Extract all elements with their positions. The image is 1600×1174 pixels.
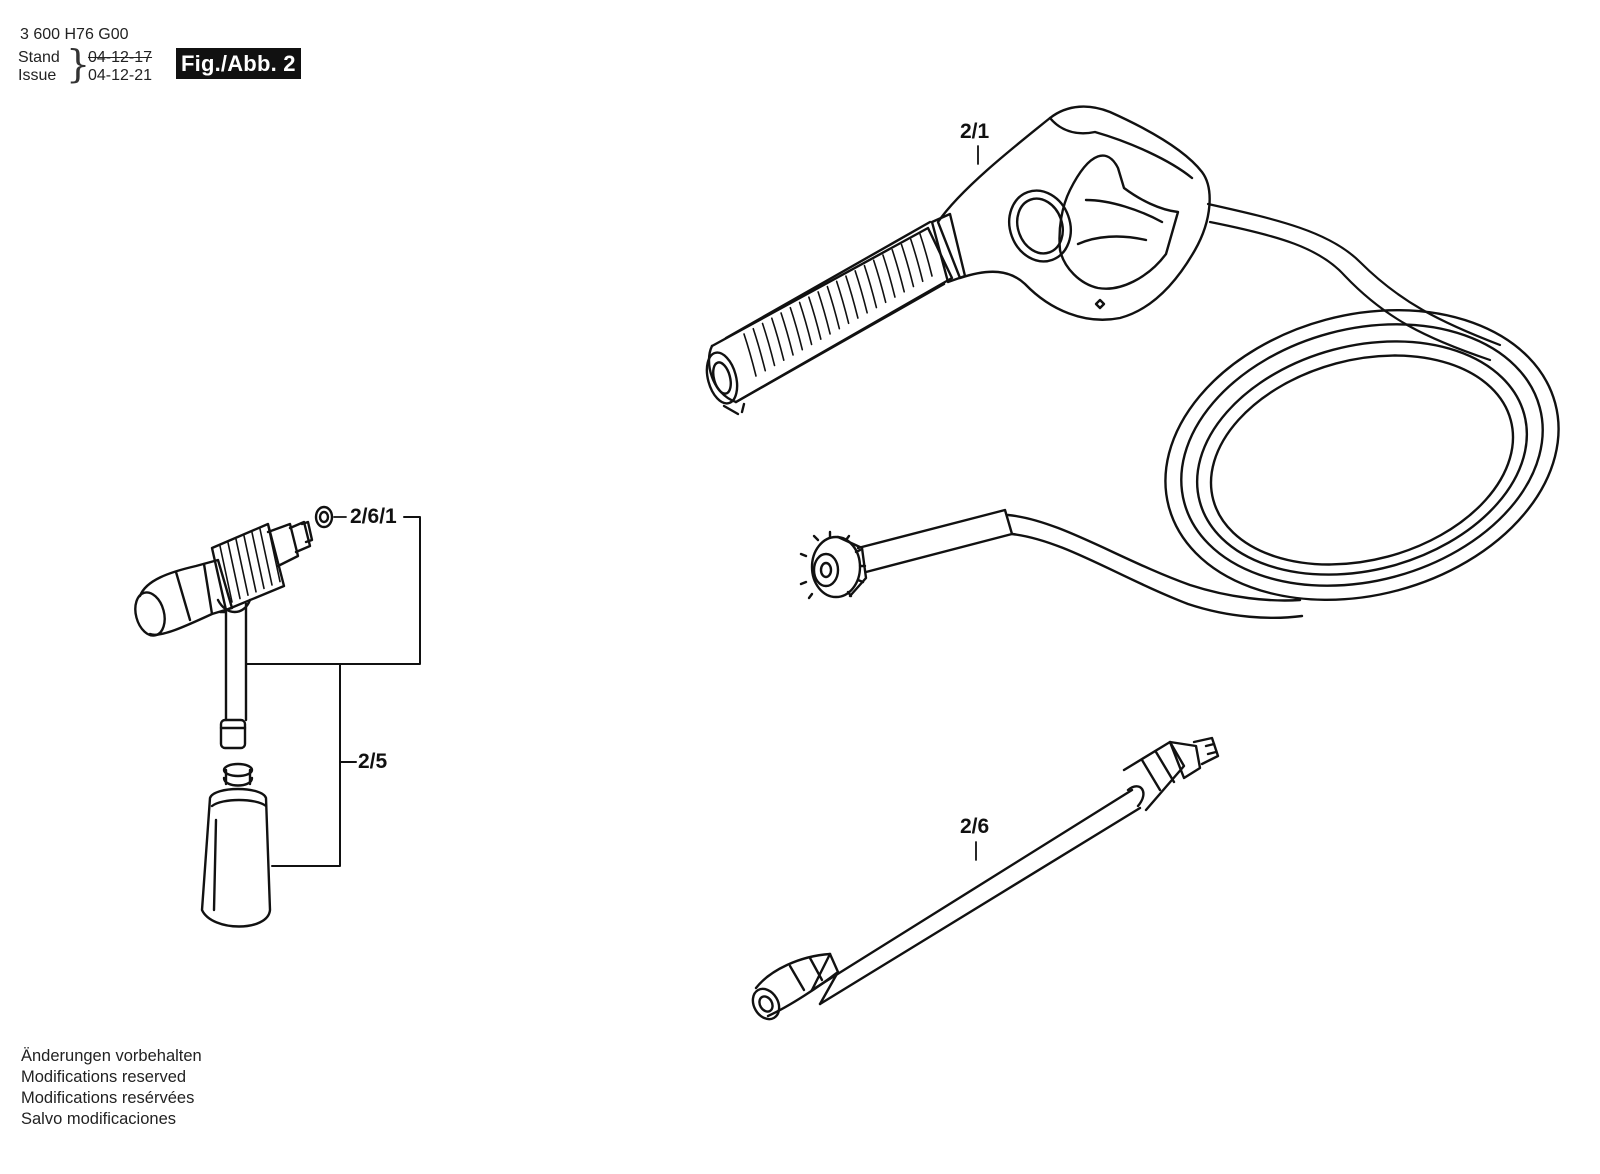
grip-rib <box>817 291 831 335</box>
grip-rib <box>891 248 906 293</box>
hose <box>799 202 1560 620</box>
nozzle-rib <box>243 535 257 593</box>
nozzle-rib <box>259 528 273 586</box>
lance <box>751 736 1220 1021</box>
footer-notes: Änderungen vorbehalten Modifications res… <box>21 1046 202 1130</box>
note-line: Salvo modificaciones <box>21 1110 176 1128</box>
grip-rib <box>872 259 887 304</box>
issue-label: Issue <box>18 67 57 84</box>
grip-rib <box>863 264 878 309</box>
issue-date: 04-12-21 <box>88 67 153 84</box>
grip-rib <box>854 270 868 314</box>
note-line: Änderungen vorbehalten <box>21 1047 202 1065</box>
spray-gun <box>705 105 1211 416</box>
detergent-nozzle <box>134 505 421 928</box>
grip-rib <box>919 233 933 277</box>
grip-rib <box>808 296 822 340</box>
part-number: 3 600 H76 G00 <box>20 26 129 43</box>
grip-rib <box>761 322 776 367</box>
grip-rib <box>845 275 859 319</box>
callout-o-ring: 2/6/1 <box>350 505 397 528</box>
nozzle-rib <box>267 524 281 583</box>
callout-gun: 2/1 <box>960 120 990 143</box>
grip-rib <box>835 280 850 325</box>
grip-rib <box>743 333 757 377</box>
callout-detergent-bottle: 2/5 <box>358 750 388 773</box>
grip-rib <box>882 254 896 298</box>
nozzle-rib <box>251 531 265 590</box>
callout-lance: 2/6 <box>960 815 990 838</box>
grip-rib <box>780 312 794 356</box>
note-line: Modifications reserved <box>21 1068 187 1086</box>
grip-rib <box>789 306 804 351</box>
grip-rib <box>770 317 785 362</box>
grip-rib <box>752 327 767 372</box>
nozzle-rib <box>219 545 233 603</box>
note-line: Modifications resérvées <box>21 1089 195 1107</box>
brace-symbol: } <box>66 42 91 86</box>
stand-date: 04-12-17 <box>88 49 153 66</box>
figure-label: Fig./Abb. 2 <box>176 48 301 79</box>
grip-rib <box>909 238 924 283</box>
grip-rib <box>826 285 841 330</box>
grip-rib <box>798 301 813 346</box>
grip-rib <box>900 243 915 288</box>
nozzle-rib <box>235 538 249 596</box>
stand-label: Stand <box>18 49 60 66</box>
nozzle-rib <box>227 541 241 600</box>
